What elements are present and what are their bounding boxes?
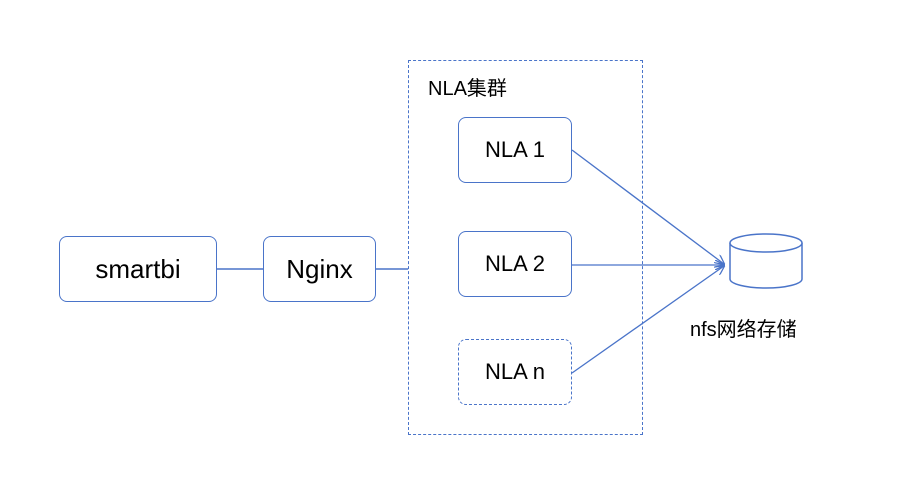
arrow-nlan-storage [571, 266, 724, 374]
nla-2-node: NLA 2 [458, 231, 572, 297]
nla-1-node: NLA 1 [458, 117, 572, 183]
storage-label: nfs网络存储 [690, 319, 797, 341]
cluster-label: NLA集群 [428, 78, 507, 100]
nginx-node: Nginx [263, 236, 376, 302]
arrow-nla1-storage [571, 149, 724, 264]
nla-cluster-boundary [408, 60, 643, 435]
database-icon [729, 233, 803, 289]
nla-n-node: NLA n [458, 339, 572, 405]
smartbi-node: smartbi [59, 236, 217, 302]
